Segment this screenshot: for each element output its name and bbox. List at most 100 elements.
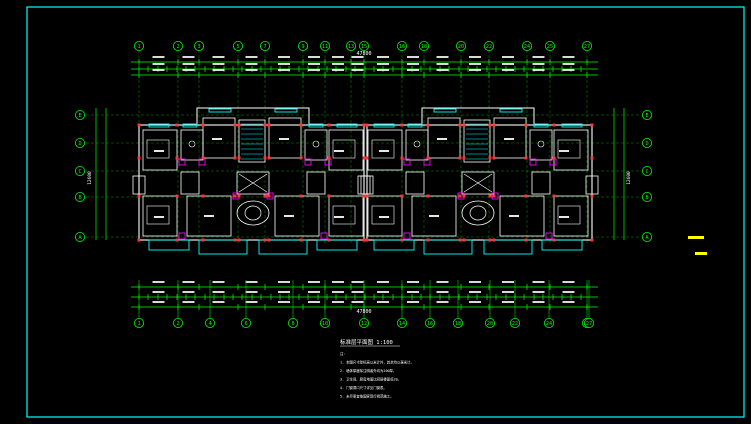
room-bedroom: [367, 129, 403, 171]
dimension-text: [377, 281, 389, 283]
room-kitchen: [306, 171, 326, 195]
dimension-text: [278, 69, 290, 71]
dimension-text: [308, 281, 320, 283]
room-bedroom: [142, 129, 178, 171]
bottom-axis-bubble: [544, 317, 555, 328]
structural-column: [552, 123, 556, 127]
right-axis-bubble: [642, 231, 653, 242]
room-label: [559, 216, 569, 218]
top-axis-bubble: [232, 41, 243, 52]
right-axis-label: A: [645, 235, 649, 241]
structural-column: [299, 123, 303, 127]
room-bathroom: [180, 129, 204, 161]
room-label: [279, 138, 289, 140]
dimension-text: [377, 63, 389, 65]
structural-column: [362, 194, 366, 198]
dimension-text: [562, 69, 575, 71]
structural-column: [400, 156, 404, 160]
structural-column: [365, 238, 369, 242]
structural-column: [492, 194, 496, 198]
structural-column: [462, 194, 466, 198]
structural-column: [426, 194, 430, 198]
bottom-axis-bubble: [484, 317, 495, 328]
dimension-text: [332, 301, 344, 303]
window: [433, 108, 457, 113]
balcony: [483, 239, 533, 255]
dimension-text: [407, 56, 419, 58]
dimension-text: [532, 63, 545, 65]
dimension-text: [351, 301, 364, 303]
top-axis-bubble: [358, 41, 369, 52]
dimension-text: [278, 63, 290, 65]
structural-column: [492, 156, 496, 160]
drawing-note: 3. 卫生间、厨房地面比同层楼面低20。: [340, 377, 401, 382]
dimension-text: [502, 291, 514, 293]
structural-column: [175, 156, 179, 160]
bottom-axis-bubble: [509, 317, 520, 328]
dimension-text: [562, 63, 575, 65]
room-bathroom: [405, 129, 429, 161]
room-label: [379, 150, 389, 152]
door: [529, 158, 537, 166]
left-axis-bubble: [75, 165, 86, 176]
top-axis-label: 7: [263, 44, 266, 50]
structural-column: [237, 238, 241, 242]
structural-column: [201, 194, 205, 198]
room-bathroom: [304, 129, 328, 161]
bottom-axis-bubble: [172, 317, 183, 328]
room-bedroom: [328, 195, 364, 237]
structural-column: [552, 156, 556, 160]
dimension-text: [182, 69, 195, 71]
room-bathroom: [529, 129, 553, 161]
bottom-axis-label: 16: [427, 321, 433, 327]
structural-column: [267, 238, 271, 242]
dimension-text: [377, 301, 389, 303]
right-total-dimension: 12600: [626, 171, 632, 185]
door: [266, 192, 274, 200]
top-axis-label: 15: [361, 44, 367, 50]
bottom-axis-label: 20: [487, 321, 493, 327]
door: [178, 232, 186, 240]
right-axis-label: B: [645, 195, 648, 201]
bottom-axis-bubble: [584, 317, 595, 328]
balcony: [316, 239, 358, 251]
room-dining: [427, 117, 461, 159]
dimension-text: [245, 301, 258, 303]
top-axis-bubble: [483, 41, 494, 52]
left-axis-label: A: [78, 235, 82, 241]
room-label: [154, 150, 164, 152]
dimension-text: [502, 63, 514, 65]
structural-column: [524, 194, 528, 198]
elevator-cross: [463, 173, 493, 193]
dimension-text: [182, 291, 195, 293]
room-bedroom: [367, 195, 403, 237]
structural-column: [590, 194, 594, 198]
bottom-axis-label: 24: [546, 321, 552, 327]
drawing-note: 4. 门窗洞口尺寸详见门窗表。: [340, 385, 387, 390]
toilet-fixture: [188, 140, 196, 148]
structural-column: [458, 194, 462, 198]
door: [304, 158, 312, 166]
top-axis-bubble: [545, 41, 556, 52]
unit-top-projection: [421, 107, 535, 126]
dimension-text: [278, 291, 290, 293]
structural-column: [267, 123, 271, 127]
dimension-text: [308, 301, 320, 303]
dimension-text: [502, 56, 514, 58]
dimension-text: [152, 281, 165, 283]
top-axis-label: 1: [137, 44, 140, 50]
drawing-note: 5. 未尽事宜按国家现行规范施工。: [340, 394, 394, 399]
structural-column: [524, 238, 528, 242]
drawing-border: [26, 6, 745, 418]
dimension-text: [332, 291, 344, 293]
dimension-text: [212, 281, 225, 283]
bottom-axis-bubble: [133, 317, 144, 328]
dimension-text: [407, 281, 419, 283]
dimension-text: [469, 56, 481, 58]
dimension-text: [436, 69, 449, 71]
bottom-axis-label: 6: [244, 321, 247, 327]
bed-furniture: [332, 205, 356, 225]
dimension-text: [182, 56, 195, 58]
